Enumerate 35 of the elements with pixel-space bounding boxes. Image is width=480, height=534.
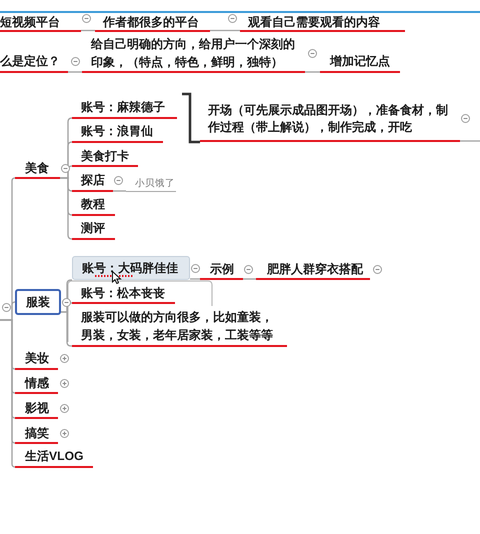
underlined-topic: 开场（可先展示成品图开场），准备食材，制作过程（带上解说），制作完成，开吃 xyxy=(200,98,460,142)
connector-line xyxy=(305,71,320,73)
connector-line xyxy=(81,30,95,32)
connector-line xyxy=(460,140,480,142)
underlined-topic: 短视频平台 xyxy=(0,14,81,32)
connector-line xyxy=(68,71,82,73)
underlined-topic: 搞笑 xyxy=(15,424,58,444)
underlined-topic: 影视 xyxy=(15,399,58,419)
underlined-topic: 测评 xyxy=(72,218,115,240)
underlined-topic: 探店 xyxy=(72,170,113,192)
topic-box: 服装 xyxy=(15,289,61,315)
underlined-topic: 教程 xyxy=(72,194,115,216)
underlined-topic: 美食 xyxy=(15,159,60,179)
connector-line xyxy=(190,278,200,280)
connector-line xyxy=(210,30,240,32)
connector-line xyxy=(61,311,72,347)
underlined-topic: 情感 xyxy=(15,374,58,394)
underlined-topic: 账号：麻辣德子 xyxy=(72,97,177,119)
connector-line xyxy=(243,278,256,280)
underlined-topic: 观看自己需要观看的内容 xyxy=(240,14,405,32)
underlined-topic: 作者都很多的平台 xyxy=(95,14,210,32)
connector-line xyxy=(0,319,16,468)
underlined-topic: 给自己明确的方向，给用户一个深刻的印象，（特点，特色，鲜明，独特） xyxy=(82,36,305,73)
underlined-topic: 美食打卡 xyxy=(72,147,138,167)
underlined-topic: 服装可以做的方向很多，比如童装，男装，女装，老年居家装，工装等等 xyxy=(72,308,287,347)
underlined-topic: 增加记忆点 xyxy=(320,52,400,73)
underlined-topic: 肥胖人群穿衣搭配 xyxy=(256,260,370,280)
underlined-topic: 生活VLOG xyxy=(15,446,93,468)
connector-line xyxy=(60,177,73,240)
underlined-topic: 么是定位？ xyxy=(0,52,68,73)
underlined-topic: 账号：浪胃仙 xyxy=(72,121,163,143)
underlined-topic: 美妆 xyxy=(15,348,58,370)
connector-line xyxy=(113,190,126,192)
underlined-topic: 账号：松本丧丧 xyxy=(72,284,175,304)
underlined-topic: 小贝饿了 xyxy=(126,177,176,192)
